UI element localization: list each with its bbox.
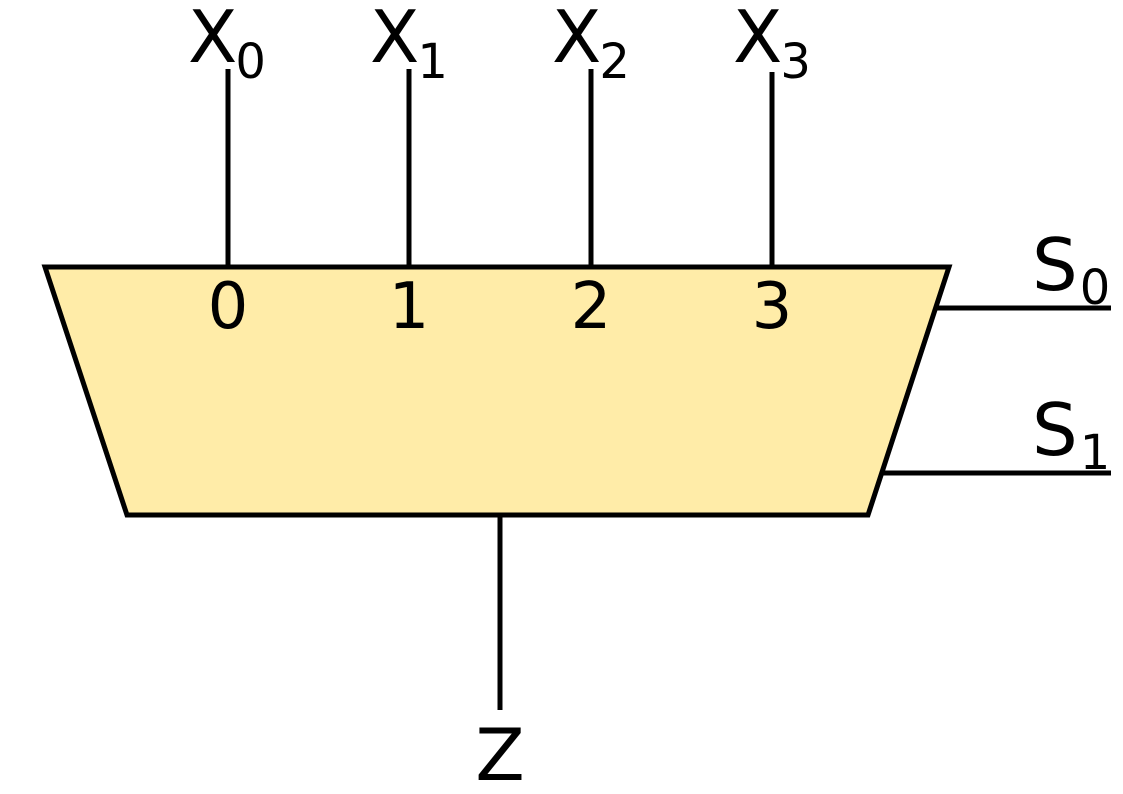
input-label-x2: X2 xyxy=(552,0,630,90)
port-number-3: 3 xyxy=(752,270,793,344)
input-label-x1: X1 xyxy=(370,0,448,90)
select-label-s1: S1 xyxy=(1032,388,1110,481)
input-label-x3: X3 xyxy=(733,0,811,90)
port-number-0: 0 xyxy=(208,270,249,344)
select-label-s0: S0 xyxy=(1032,223,1110,316)
mux-body xyxy=(41,264,953,518)
output-label-z: Z xyxy=(475,713,524,794)
input-label-x0: X0 xyxy=(188,0,266,90)
port-number-2: 2 xyxy=(571,270,612,344)
port-number-1: 1 xyxy=(389,270,430,344)
